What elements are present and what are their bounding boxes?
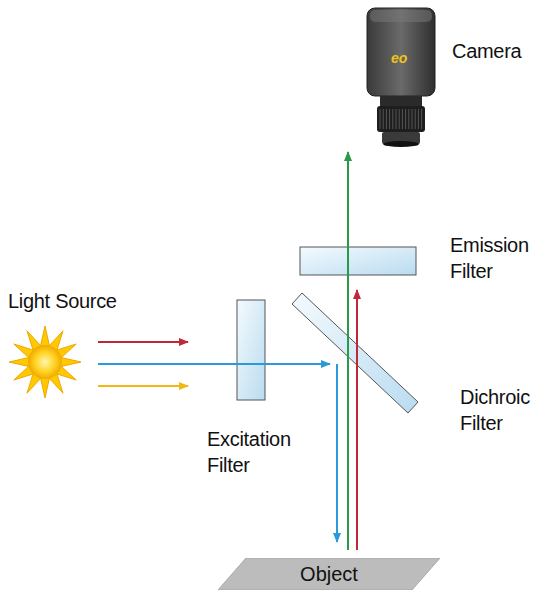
yellow-beam <box>98 385 188 387</box>
part-label: Camera <box>452 38 521 64</box>
part-label: Excitation Filter <box>207 426 307 478</box>
camera <box>367 8 435 147</box>
red-reflected-beam <box>356 290 358 550</box>
camera-logo: eo <box>391 50 407 66</box>
object-label: Object <box>218 563 440 586</box>
object-stage: Object <box>218 558 440 590</box>
green-emission-beam <box>347 152 349 550</box>
excitation-filter <box>237 300 265 400</box>
blue-excitation-beam <box>336 364 338 542</box>
emission-filter <box>300 247 416 275</box>
part-label: Dichroic Filter <box>460 384 540 436</box>
blue-beam <box>98 363 330 365</box>
light-source <box>9 326 81 398</box>
dichroic-filter <box>292 293 418 413</box>
part-label: Light Source <box>8 288 117 314</box>
part-label: Emission Filter <box>450 232 540 284</box>
red-beam <box>98 341 188 343</box>
